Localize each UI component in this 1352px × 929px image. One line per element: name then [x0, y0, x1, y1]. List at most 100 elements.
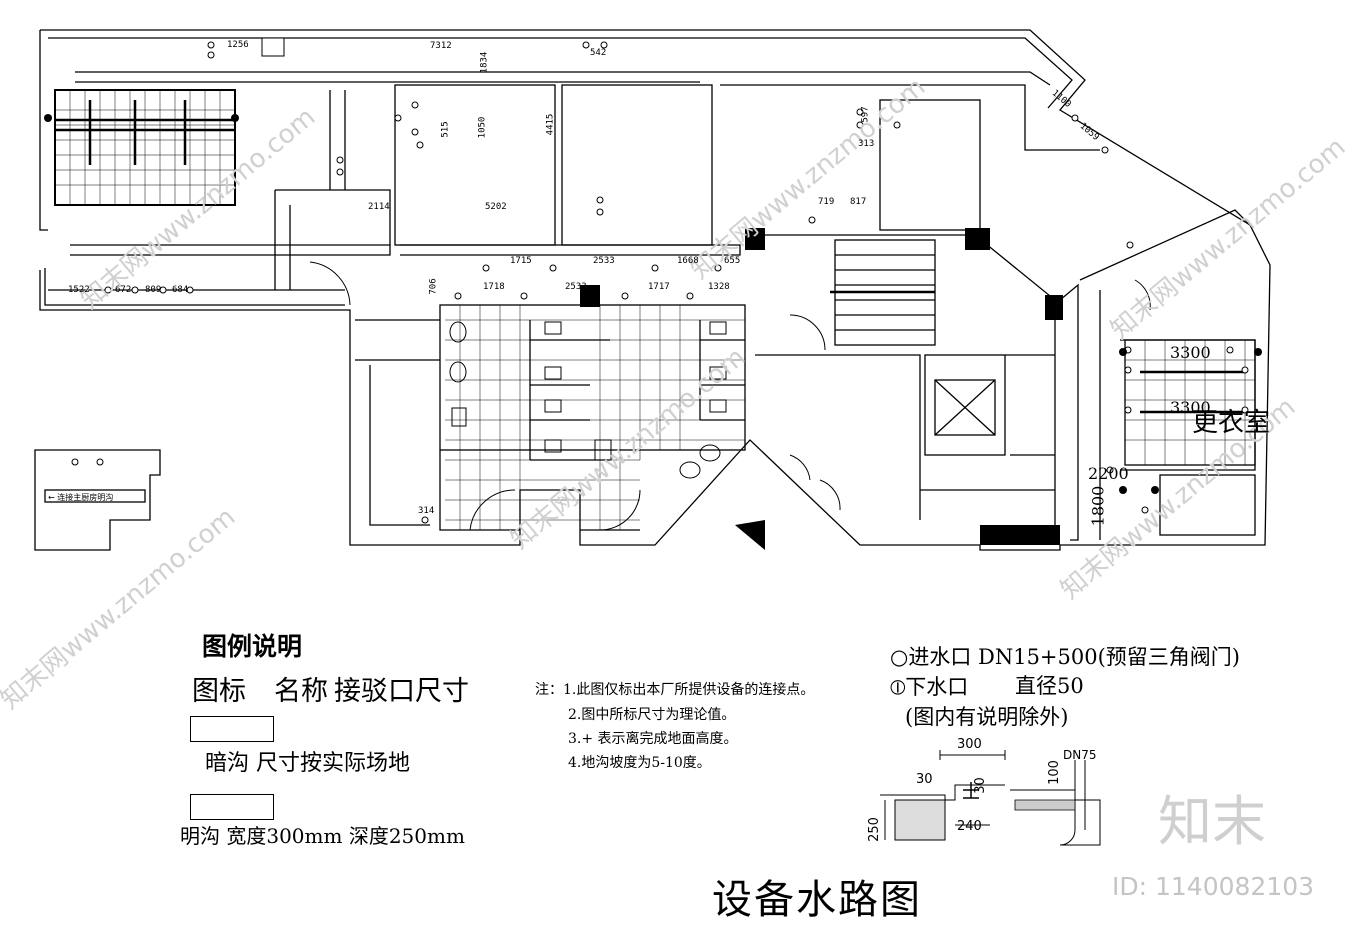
- dim-542: 542: [590, 48, 607, 58]
- dim-1256: 1256: [227, 40, 249, 50]
- section-fill: [1014, 799, 1076, 811]
- room-f: [274, 190, 291, 290]
- section-dim-240: 240: [957, 819, 982, 834]
- fixtures: [449, 321, 727, 479]
- dim-2200: 2200: [1088, 464, 1129, 483]
- dim-817: 817: [850, 197, 867, 207]
- elevator-car: [934, 379, 996, 436]
- outer-wall-top: [39, 29, 1271, 551]
- dim-684: 684: [172, 285, 189, 295]
- note-3: 3.+ 表示离完成地面高度。: [568, 731, 738, 747]
- connection-points: [71, 41, 1249, 524]
- section-dim-30b: 30: [972, 777, 988, 794]
- trench-section: [880, 750, 1101, 846]
- doors: [309, 261, 1151, 531]
- corridor-top: [75, 71, 1051, 86]
- locker-lower: [1159, 474, 1256, 536]
- elevator-x: [934, 379, 996, 436]
- drawing-title: 设备水路图: [712, 877, 922, 923]
- dim-1717: 1717: [648, 282, 670, 292]
- dim-597: 597: [860, 106, 871, 123]
- legend-row-hidden-trench: 暗沟 尺寸按实际场地: [205, 751, 410, 776]
- legend-symbol-open-trench: [190, 794, 274, 820]
- elevator-shaft: [924, 354, 1006, 456]
- note-2: 2.图中所标尺寸为理论值。: [568, 707, 736, 723]
- dim-719: 719: [818, 197, 835, 207]
- outlet-legend: ⦶下水口: [890, 675, 969, 699]
- dim-2533a: 2533: [593, 256, 615, 266]
- dim-3300b: 3300: [1170, 398, 1211, 417]
- pipe-runs: [55, 100, 1245, 414]
- svg-text:知末网www.znzmo.com: 知末网www.znzmo.com: [505, 342, 751, 555]
- room-b: [561, 84, 713, 246]
- watermark-diagonal: 知末网www.znzmo.com 知末网www.znzmo.com 知末网www…: [0, 72, 1351, 715]
- restroom-low: [439, 450, 640, 531]
- legend-col-icon: 图标: [192, 676, 246, 707]
- dim-809: 809: [145, 285, 162, 295]
- room-g: [329, 90, 346, 190]
- legend-title: 图例说明: [202, 632, 303, 661]
- room-e: [275, 189, 391, 245]
- dim-1800: 1800: [1088, 485, 1108, 527]
- dim-1328: 1328: [708, 282, 730, 292]
- dim-313: 313: [858, 139, 875, 149]
- drain-room-label: ← 连接主厨房明沟: [48, 493, 114, 502]
- dim-2114: 2114: [368, 202, 390, 212]
- dim-314: 314: [418, 506, 435, 516]
- note-1: 注：1.此图仅标出本厂所提供设备的连接点。: [535, 682, 815, 698]
- inlet-legend: ○进水口 DN15+500(预留三角阀门): [890, 645, 1240, 669]
- tile-grid: [55, 90, 1255, 530]
- corridor-mid-2: [400, 244, 741, 256]
- north-arrow: [735, 520, 765, 550]
- room-label-locker: 更衣室: [1192, 408, 1271, 438]
- watermark-id: ID: 1140082103: [1112, 872, 1315, 901]
- locker-room: [1124, 339, 1256, 466]
- dim-1715: 1715: [510, 256, 532, 266]
- drain-room: [34, 449, 161, 551]
- room-c: [720, 84, 1100, 151]
- dock-walls: [1059, 283, 1079, 541]
- legend-col-name: 名称: [274, 676, 328, 707]
- junction-dots: [44, 114, 1262, 494]
- watermark-brand: 知末: [1158, 790, 1266, 853]
- legend-row-open-trench: 明沟 宽度300mm 深度250mm: [180, 824, 465, 848]
- dim-655: 655: [724, 256, 741, 266]
- dim-672: 672: [115, 285, 132, 295]
- outlet-spec: 直径50: [1015, 674, 1084, 698]
- dim-706: 706: [428, 278, 439, 295]
- lobby-walls: [755, 354, 1055, 520]
- dim-1050: 1050: [477, 116, 488, 139]
- dim-1834: 1834: [479, 51, 490, 74]
- legend-symbol-hidden-trench: [190, 716, 274, 742]
- legend-header: 图标名称接驳口尺寸: [192, 678, 497, 705]
- dim-515: 515: [440, 121, 451, 138]
- room-d: [879, 99, 981, 231]
- dim-5202: 5202: [485, 202, 507, 212]
- structural-columns: [261, 37, 1063, 550]
- svg-text:知末网www.znzmo.com: 知末网www.znzmo.com: [75, 102, 321, 315]
- dim-1522: 1522: [68, 285, 90, 295]
- row-bottom: [44, 268, 345, 306]
- section-dim-30a: 30: [916, 772, 933, 787]
- svg-text:知末网www.znzmo.com: 知末网www.znzmo.com: [685, 72, 931, 285]
- stair-treads: [835, 254, 935, 331]
- dim-1718: 1718: [483, 282, 505, 292]
- section-plus: [963, 782, 979, 799]
- svg-text:知末网www.znzmo.com: 知末网www.znzmo.com: [1105, 132, 1351, 345]
- section-dim-300: 300: [957, 737, 982, 752]
- corridor-mid: [70, 244, 391, 256]
- left-wall: [39, 30, 48, 231]
- legend-col-size: 接驳口尺寸: [334, 676, 469, 707]
- dim-1668: 1668: [677, 256, 699, 266]
- stair-core: [750, 234, 1056, 531]
- outer-wall-inner-top: [48, 37, 1073, 109]
- drain-channel: [44, 489, 146, 503]
- section-dn75: DN75: [1063, 748, 1097, 762]
- legend-remark: (图内有说明除外): [905, 705, 1069, 729]
- storage-room: [355, 319, 440, 526]
- room-a: [394, 84, 556, 246]
- note-4: 4.地沟坡度为5-10度。: [568, 755, 711, 771]
- section-dim-100: 100: [1046, 760, 1062, 785]
